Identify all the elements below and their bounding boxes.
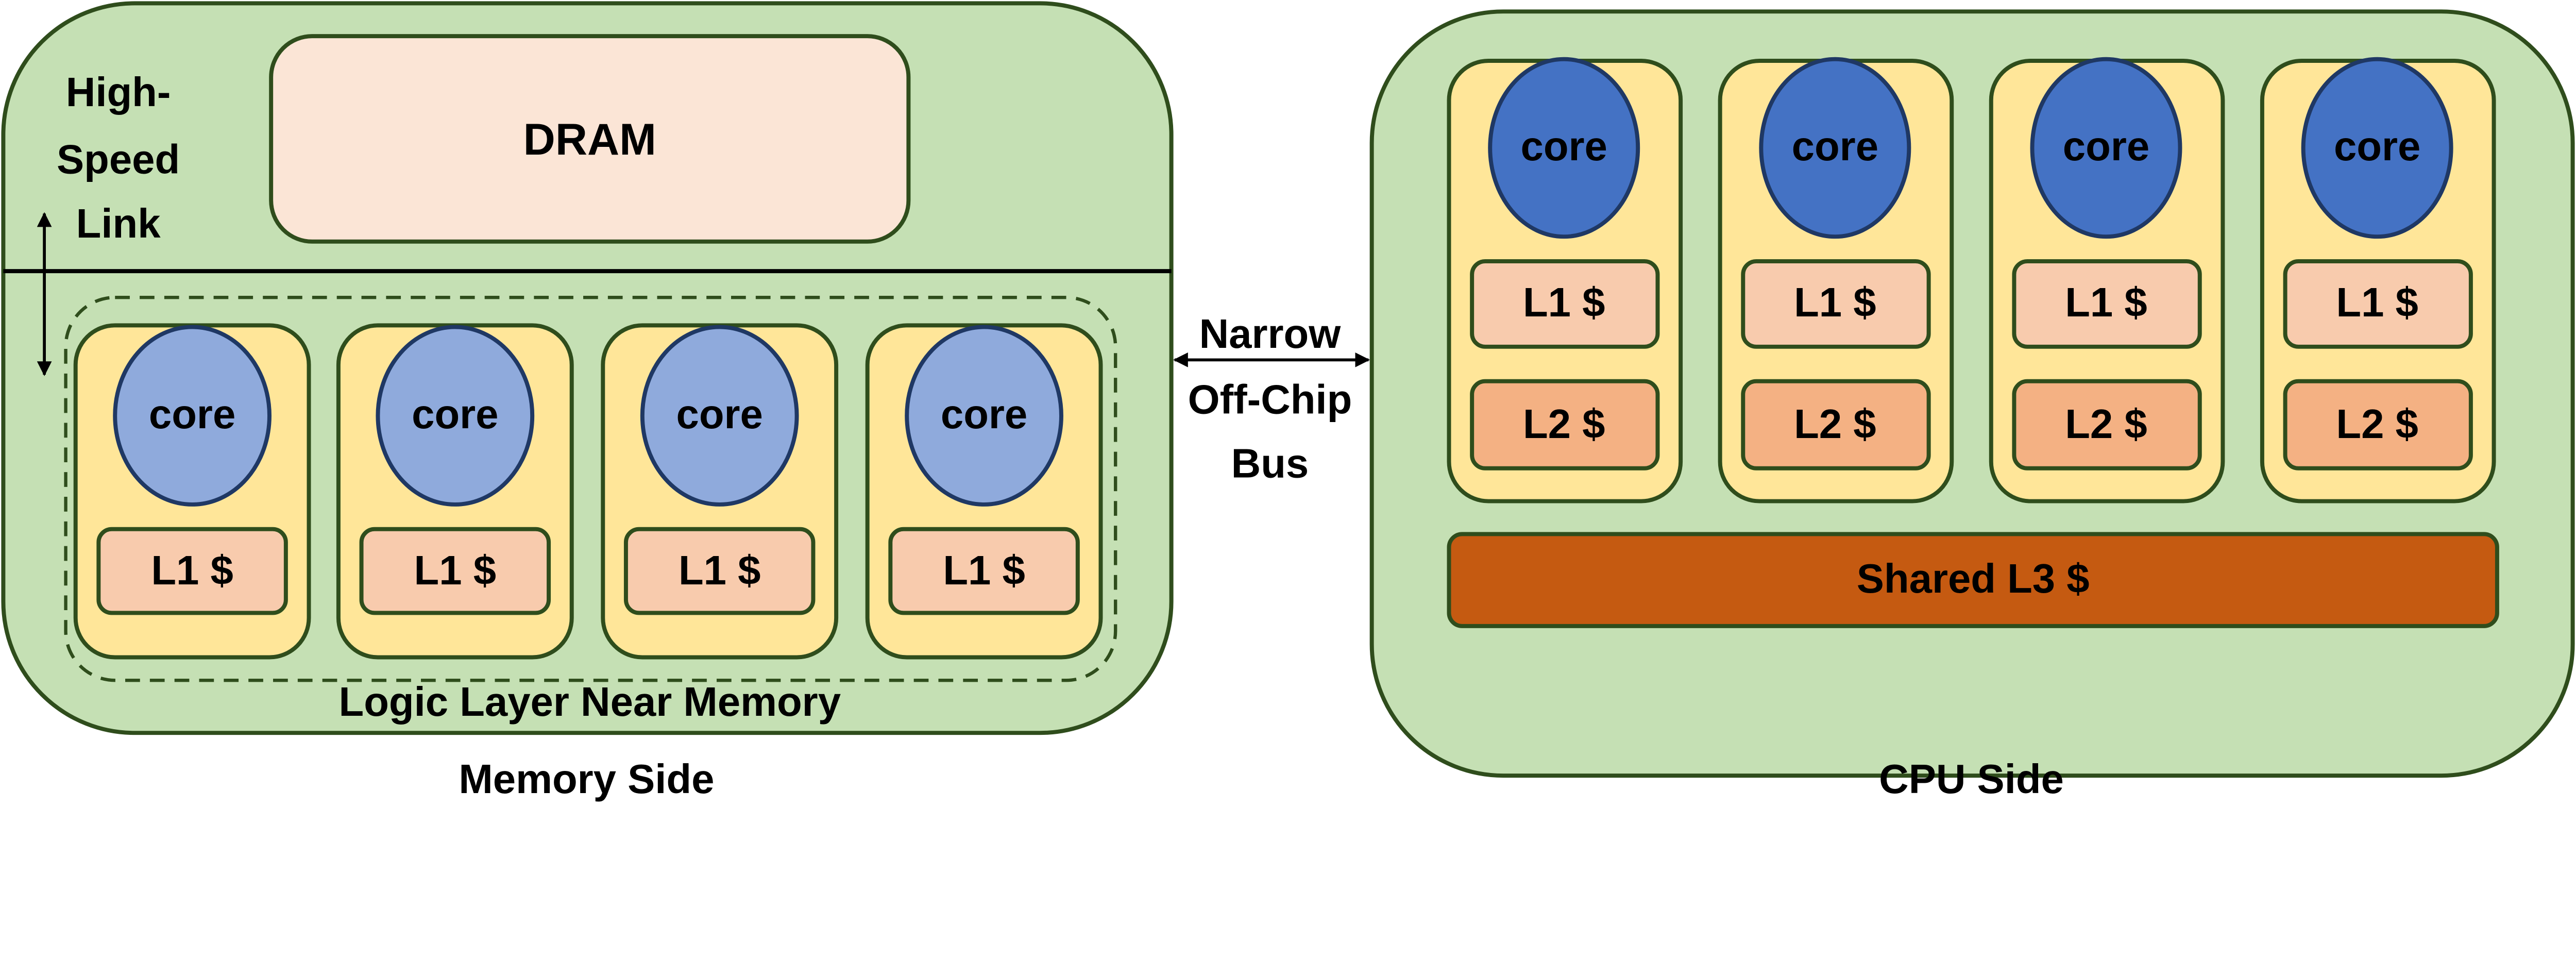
core-circle: [640, 325, 799, 507]
l1-cache: [359, 527, 551, 615]
dram-block: DRAM: [269, 34, 911, 244]
l1-label: L1 $: [943, 547, 1025, 593]
l2-label: L2 $: [2336, 401, 2418, 447]
l1-label: L1 $: [2065, 279, 2147, 325]
dram-label: DRAM: [523, 115, 656, 164]
core-circle: [113, 325, 272, 507]
core-circle: [2030, 57, 2182, 239]
memory-core-unit: core L1 $: [73, 323, 311, 660]
off-chip-bus: Narrow Off-Chip Bus: [1173, 311, 1370, 486]
memory-core-unit: core L1 $: [865, 323, 1103, 660]
core-label: core: [412, 391, 498, 437]
link-label-line: Speed: [57, 137, 180, 182]
core-circle: [2301, 57, 2453, 239]
memory-side-caption: Memory Side: [459, 756, 714, 802]
l2-label: L2 $: [2065, 401, 2147, 447]
l2-cache: [2283, 379, 2473, 470]
l1-label: L1 $: [1523, 279, 1605, 325]
shared-l3-cache: Shared L3 $: [1447, 532, 2499, 628]
l1-label: L1 $: [1794, 279, 1876, 325]
logic-layer-label: Logic Layer Near Memory: [339, 679, 841, 725]
cpu-side-caption: CPU Side: [1879, 756, 2064, 802]
core-circle: [1488, 57, 1640, 239]
l1-label: L1 $: [151, 547, 233, 593]
bus-label-line: Narrow: [1199, 311, 1342, 357]
l1-cache: [2283, 259, 2473, 349]
link-label-line: Link: [76, 200, 161, 246]
l1-cache: [1741, 259, 1931, 349]
l1-label: L1 $: [2336, 279, 2418, 325]
core-label: core: [149, 391, 235, 437]
l2-label: L2 $: [1794, 401, 1876, 447]
high-speed-link-label: High- Speed Link: [57, 69, 180, 246]
cpu-core-unit: core L1 $ L2 $: [1718, 57, 1954, 503]
core-label: core: [2334, 123, 2420, 169]
cpu-core-unit: core L1 $ L2 $: [2260, 57, 2496, 503]
l1-cache: [2012, 259, 2202, 349]
shared-l3-label: Shared L3 $: [1857, 556, 2090, 601]
bus-label-line: Off-Chip: [1188, 376, 1352, 422]
l2-label: L2 $: [1523, 401, 1605, 447]
core-label: core: [1792, 123, 1878, 169]
l1-label: L1 $: [414, 547, 496, 593]
core-label: core: [2063, 123, 2149, 169]
core-label: core: [676, 391, 763, 437]
l1-cache: [1470, 259, 1660, 349]
core-label: core: [1521, 123, 1607, 169]
l1-label: L1 $: [679, 547, 760, 593]
l1-cache: [623, 527, 816, 615]
l2-cache: [2012, 379, 2202, 470]
l1-cache: [888, 527, 1080, 615]
l2-cache: [1741, 379, 1931, 470]
cpu-core-unit: core L1 $ L2 $: [1447, 57, 1683, 503]
l2-cache: [1470, 379, 1660, 470]
core-circle: [1759, 57, 1911, 239]
core-circle: [905, 325, 1063, 507]
logic-layer-boundary: [64, 295, 1117, 682]
cpu-core-unit: core L1 $ L2 $: [1989, 57, 2225, 503]
l1-cache: [96, 527, 288, 615]
core-label: core: [941, 391, 1027, 437]
memory-core-unit: core L1 $: [601, 323, 839, 660]
bus-label-line: Bus: [1231, 441, 1309, 486]
link-label-line: High-: [66, 69, 171, 115]
core-circle: [376, 325, 535, 507]
memory-core-unit: core L1 $: [336, 323, 574, 660]
